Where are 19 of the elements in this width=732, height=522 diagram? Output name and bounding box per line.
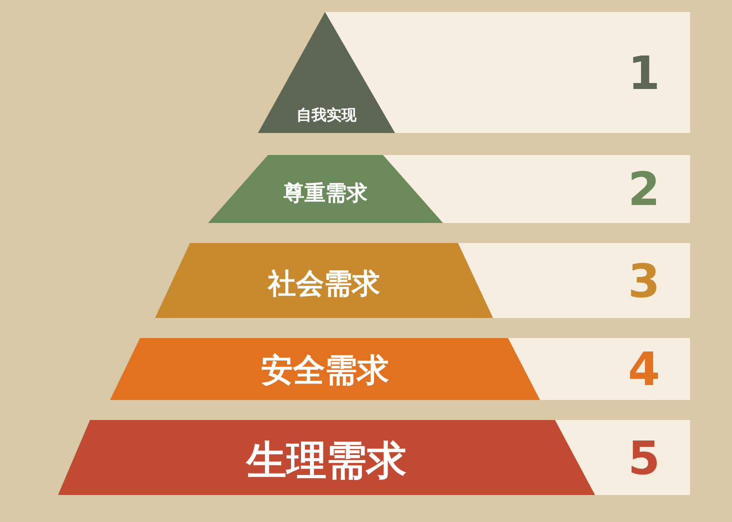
level-label: 生理需求 [244, 439, 408, 483]
level-label: 自我实现 [296, 106, 358, 123]
level-number: 4 [628, 346, 660, 392]
level-label: 尊重需求 [282, 182, 368, 205]
number-band [325, 12, 690, 133]
pyramid-top-triangle [258, 12, 395, 133]
number-band [383, 155, 690, 223]
level-number: 2 [628, 166, 660, 212]
number-band [508, 338, 690, 400]
pyramid-layer [155, 243, 493, 318]
number-band [458, 243, 690, 318]
pyramid-layer [208, 155, 443, 223]
level-number: 3 [628, 258, 660, 304]
pyramid-layer [58, 420, 595, 495]
level-label: 社会需求 [266, 269, 381, 300]
level-number: 5 [628, 434, 660, 480]
pyramid-layer [110, 338, 540, 400]
level-number: 1 [628, 50, 660, 96]
level-label: 安全需求 [260, 352, 390, 388]
